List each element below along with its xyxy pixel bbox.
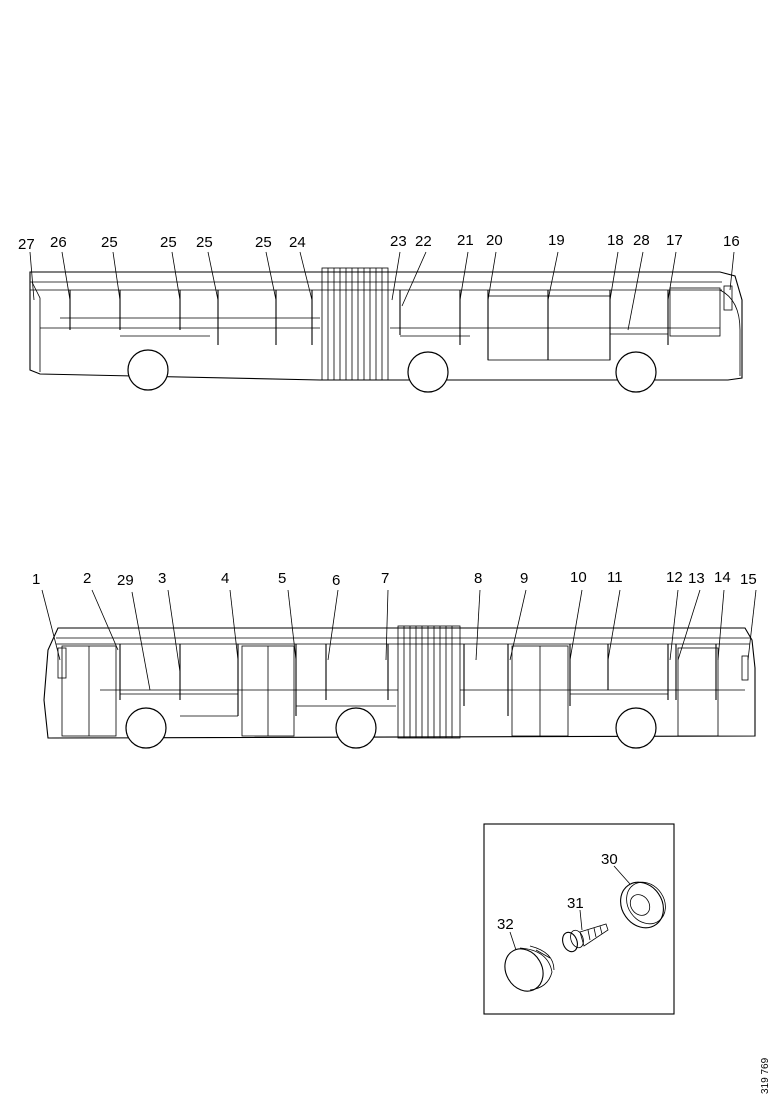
callout-22: 22 — [415, 233, 432, 250]
part-31-bulb — [562, 923, 609, 953]
callout-20: 20 — [486, 232, 503, 249]
bus-side-view-upper: 27 26 25 25 25 25 24 23 22 21 20 19 18 2… — [18, 232, 743, 393]
wheel — [407, 351, 449, 393]
callout-24: 24 — [289, 234, 306, 251]
callout-16: 16 — [723, 233, 740, 250]
callout-2: 2 — [83, 570, 91, 587]
callout-5: 5 — [278, 570, 286, 587]
callout-15: 15 — [740, 571, 757, 588]
wheel — [335, 707, 377, 749]
callout-25: 25 — [196, 234, 213, 251]
callout-25: 25 — [160, 234, 177, 251]
callout-3: 3 — [158, 570, 166, 587]
callout-13: 13 — [688, 570, 705, 587]
callout-21: 21 — [457, 232, 474, 249]
callout-9: 9 — [520, 570, 528, 587]
callout-7: 7 — [381, 570, 389, 587]
callout-17: 17 — [666, 232, 683, 249]
callout-23: 23 — [390, 233, 407, 250]
callout-1: 1 — [32, 571, 40, 588]
callout-19: 19 — [548, 232, 565, 249]
bus-side-view-lower: 1 2 29 3 4 5 6 7 8 9 10 11 12 13 14 15 — [32, 569, 757, 749]
detail-frame — [483, 823, 675, 1015]
part-30-ring — [620, 881, 666, 929]
callout-26: 26 — [50, 234, 67, 251]
callout-6: 6 — [332, 572, 340, 589]
callout-29: 29 — [117, 572, 134, 589]
callout-31: 31 — [567, 895, 584, 912]
callout-12: 12 — [666, 569, 683, 586]
callout-8: 8 — [474, 570, 482, 587]
reference-code: 319 769 — [760, 1057, 771, 1094]
callout-30: 30 — [601, 851, 618, 868]
wheel — [125, 707, 167, 749]
callout-32: 32 — [497, 916, 514, 933]
wheel — [127, 349, 169, 391]
callout-14: 14 — [714, 569, 731, 586]
callout-27: 27 — [18, 236, 35, 253]
wheel — [615, 707, 657, 749]
callout-18: 18 — [607, 232, 624, 249]
callout-10: 10 — [570, 569, 587, 586]
callout-4: 4 — [221, 570, 229, 587]
detail-inset: 30 31 32 — [483, 823, 675, 1015]
articulation-bellows-upper — [321, 267, 389, 381]
callout-28: 28 — [633, 232, 650, 249]
callout-25: 25 — [101, 234, 118, 251]
articulation-bellows-lower — [397, 625, 461, 739]
wheel — [615, 351, 657, 393]
part-32-lens — [504, 945, 555, 992]
callout-25: 25 — [255, 234, 272, 251]
callout-11: 11 — [607, 569, 623, 586]
